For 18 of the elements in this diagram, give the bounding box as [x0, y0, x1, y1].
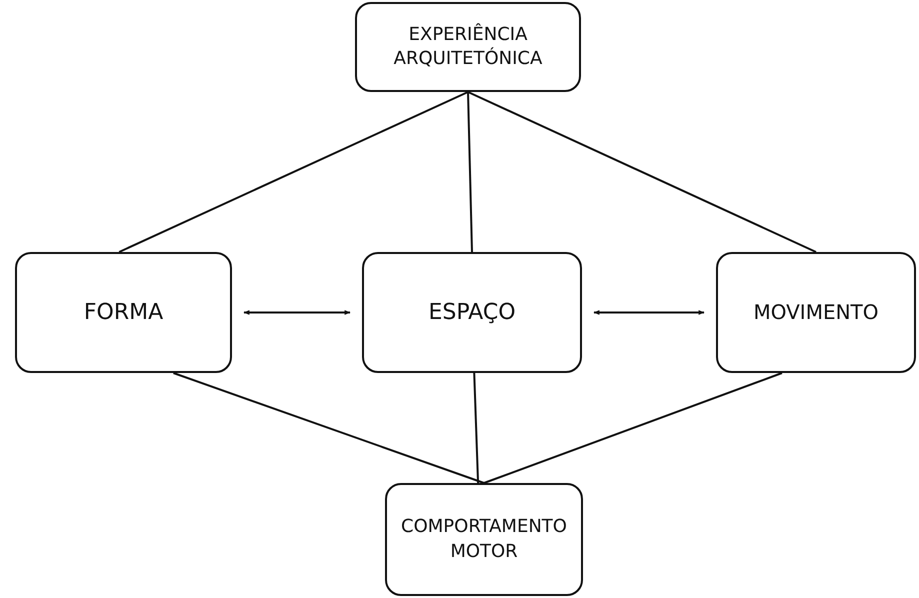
process-box [15, 252, 232, 373]
double-arrow [593, 310, 705, 315]
process-box [385, 483, 583, 596]
node-label: MOVIMENTO [753, 299, 879, 326]
process-box [362, 252, 582, 373]
node-label: FORMA [84, 298, 164, 327]
node-label: COMPORTAMENTO MOTOR [400, 515, 568, 564]
connector-line [468, 91, 816, 253]
process-box [716, 252, 916, 373]
process-box [355, 2, 581, 92]
connector-line [484, 372, 782, 484]
connector-line [118, 91, 468, 253]
double-arrow [243, 310, 351, 315]
connector-line [173, 372, 484, 484]
connector-line [473, 372, 480, 484]
node-label: EXPERIÊNCIA ARQUITETÓNICA [392, 22, 544, 71]
node-label: ESPAÇO [428, 298, 516, 327]
connector-line [467, 92, 473, 252]
